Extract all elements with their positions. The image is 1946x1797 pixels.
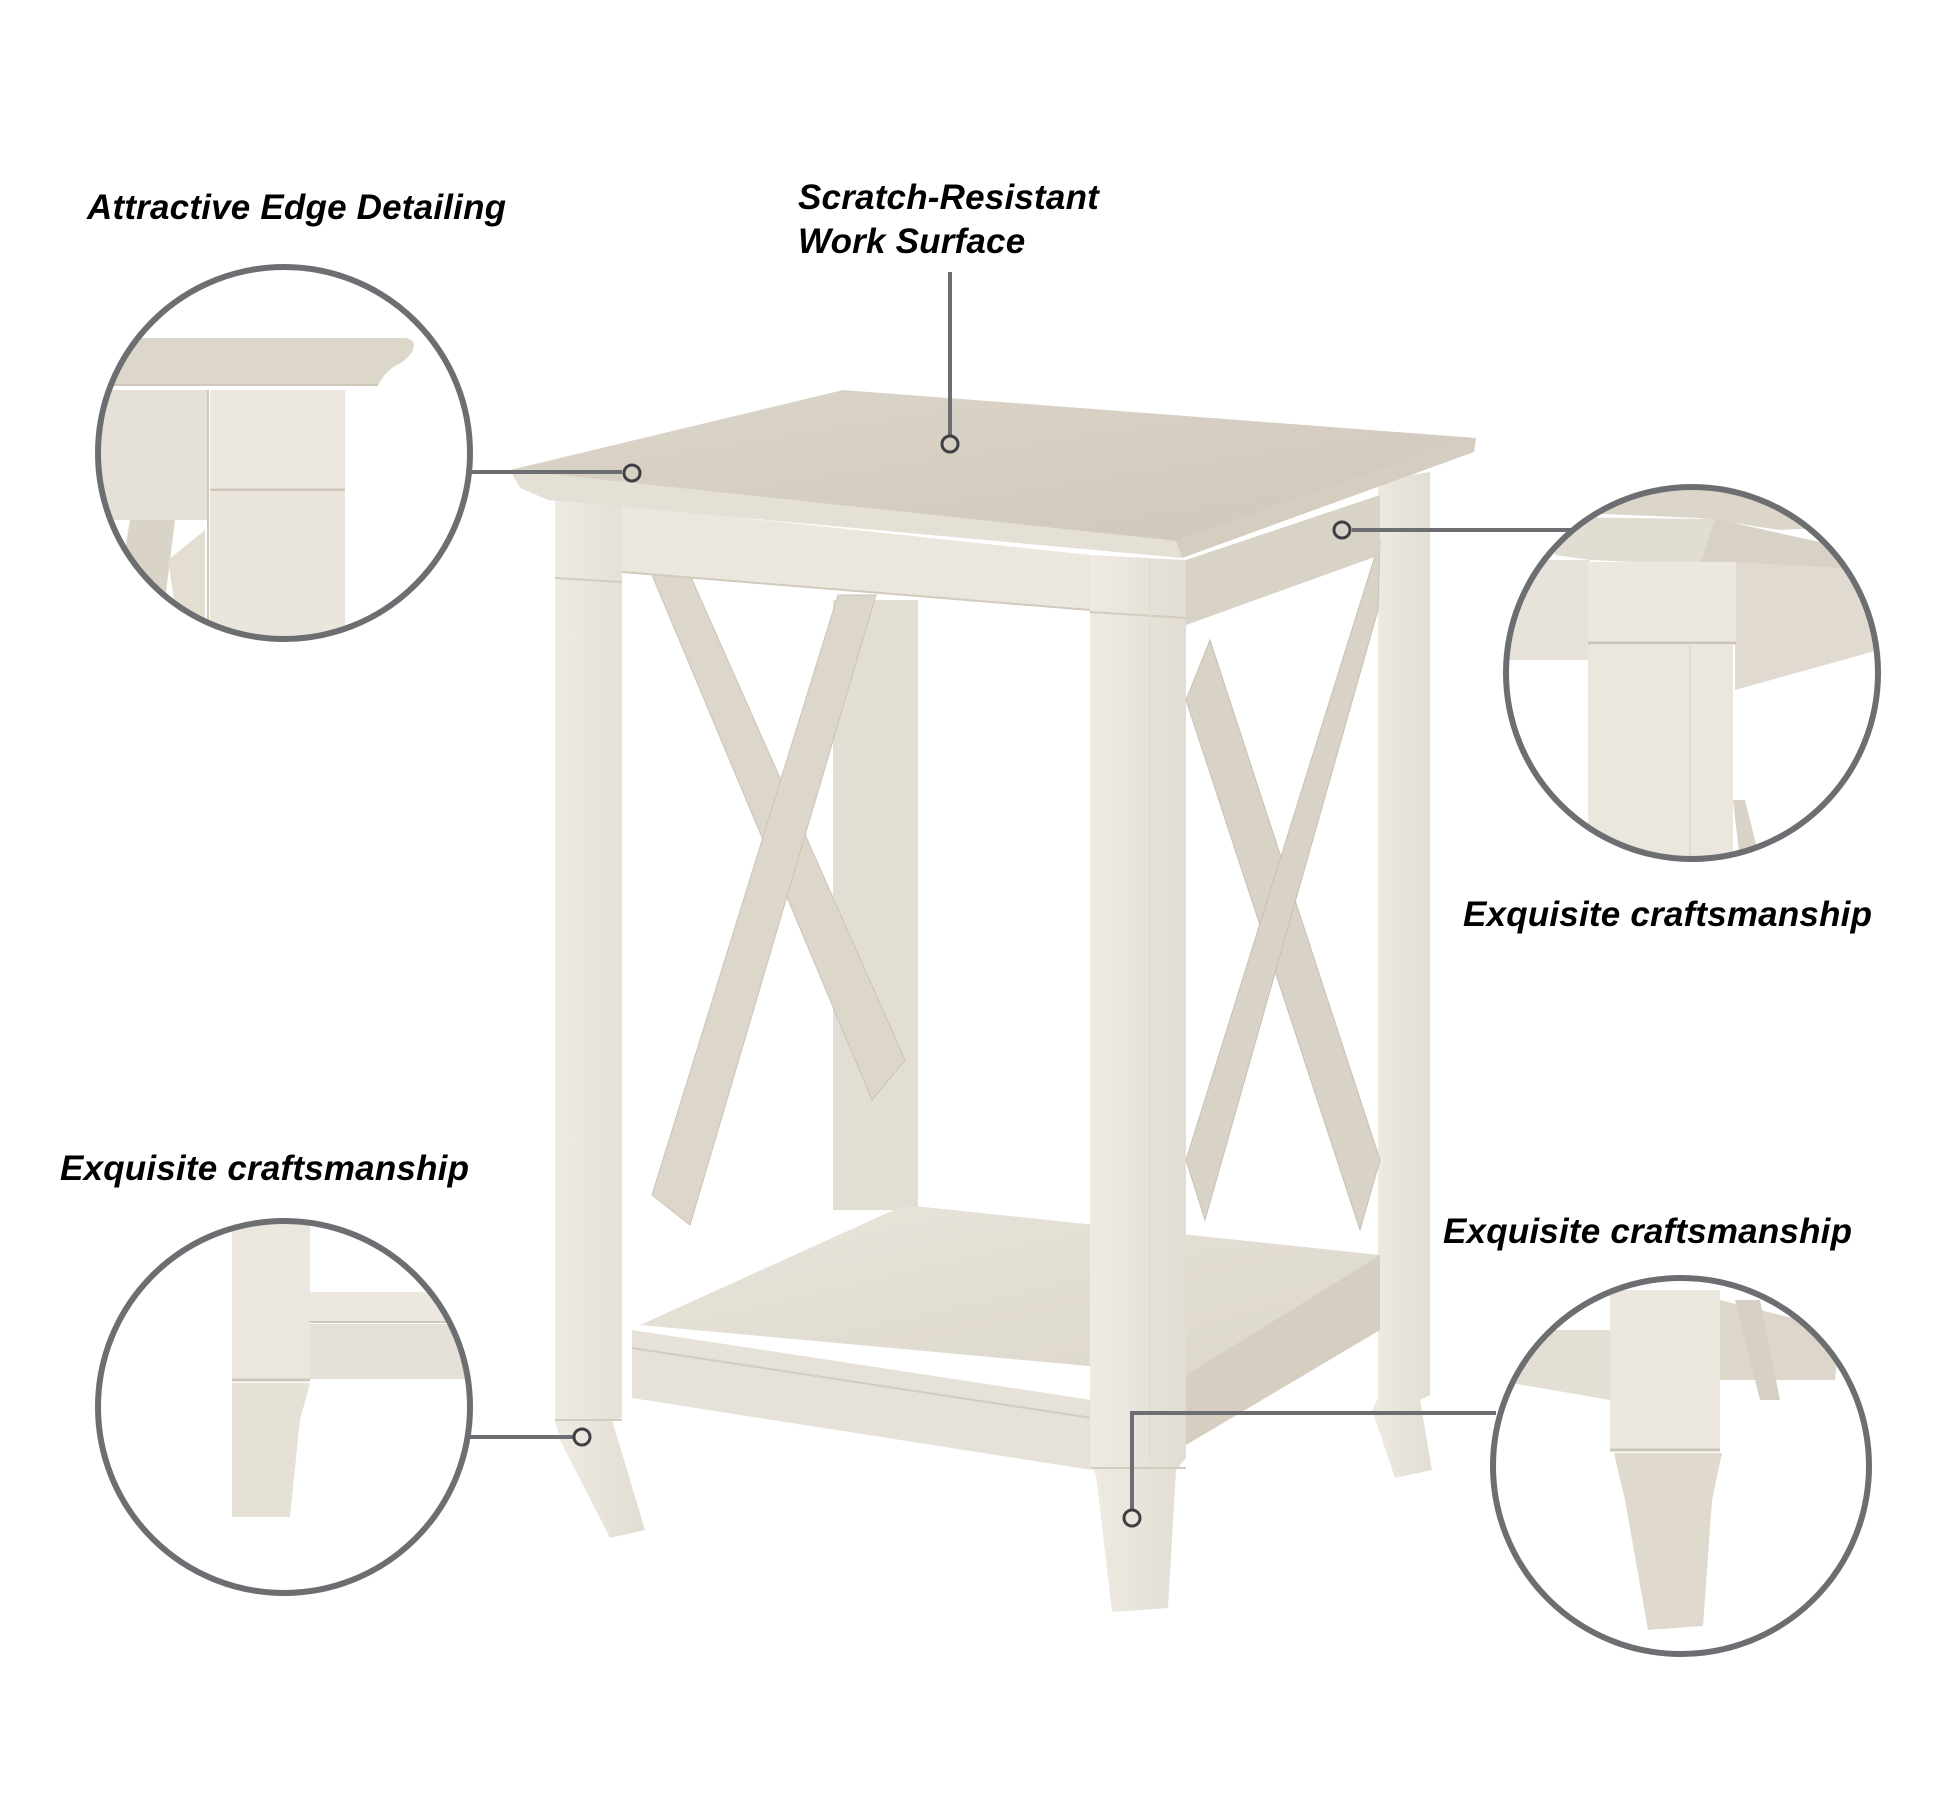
back-right-leg <box>1372 472 1432 1478</box>
callout-label-craftsmanship-bottom-right: Exquisite craftsmanship <box>1443 1212 1853 1251</box>
edge-dot-icon <box>622 463 642 483</box>
callout-label-scratch-resistant: Scratch-Resistant Work Surface <box>798 176 1099 264</box>
detail-circle-edge-ring <box>95 264 473 642</box>
callout-label-craftsmanship-left: Exquisite craftsmanship <box>60 1149 470 1188</box>
right-apron <box>1186 495 1380 625</box>
detail-circle-top-joint-ring <box>1503 484 1881 862</box>
detail-circle-right-foot <box>1490 1275 1872 1657</box>
detail-circle-left-foot-ring <box>95 1218 473 1596</box>
callout-label-scratch-resistant-line2: Work Surface <box>798 222 1026 261</box>
callout-label-edge-detailing: Attractive Edge Detailing <box>87 188 507 227</box>
tabletop-surface <box>510 390 1476 541</box>
tabletop-front-edge <box>510 470 1182 558</box>
callout-label-craftsmanship-top-right: Exquisite craftsmanship <box>1463 895 1873 934</box>
front-left-leg <box>554 498 645 1538</box>
right-bottom-dot-icon <box>1122 1508 1142 1528</box>
front-right-leg <box>1089 555 1187 1612</box>
detail-circle-right-foot-ring <box>1490 1275 1872 1657</box>
callout-connectors <box>469 272 1572 1510</box>
left-bottom-dot-icon <box>572 1427 592 1447</box>
detail-circle-edge <box>95 264 473 642</box>
right-top-dot-icon <box>1332 520 1352 540</box>
right-x-brace <box>1185 539 1381 1232</box>
detail-circle-top-joint <box>1503 484 1881 862</box>
callout-dots <box>572 434 1352 1528</box>
end-table <box>510 390 1476 1612</box>
callout-label-scratch-resistant-line1: Scratch-Resistant <box>798 178 1100 217</box>
bottom-shelf-side <box>1186 1255 1380 1445</box>
surface-dot-icon <box>940 434 960 454</box>
detail-circle-left-foot <box>95 1218 473 1596</box>
tabletop-right-edge <box>1176 438 1476 558</box>
front-apron <box>622 505 1090 610</box>
bottom-shelf-top <box>640 1205 1380 1375</box>
